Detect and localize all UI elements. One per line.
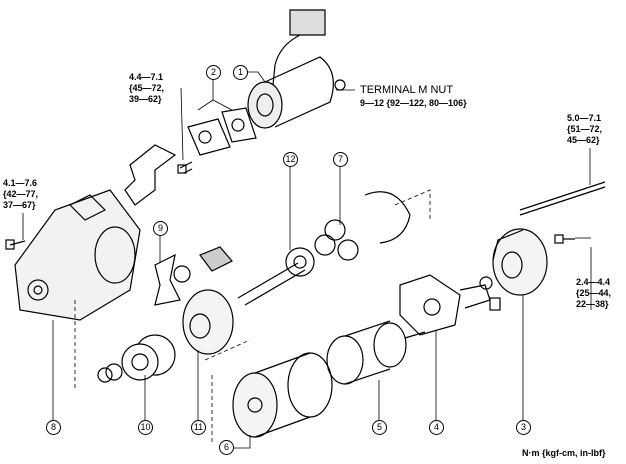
torque-line: 45—62} <box>567 135 600 145</box>
torque-line: {42—77, <box>3 189 39 199</box>
torque-line: 2.4—4.4 <box>576 277 611 287</box>
lever-part <box>154 253 181 306</box>
torque-spec-housing-bolt: 4.1—7.6 {42—77, 37—67} <box>3 178 38 211</box>
planet-gear-part <box>314 219 359 261</box>
torque-line: {25—44, <box>576 288 612 298</box>
torque-spec-bracket-bolt: 4.4—7.1 {45—72, 39—62} <box>129 72 164 105</box>
units-note: N·m {kgf-cm, in-lbf} <box>522 448 606 458</box>
callout-3: 3 <box>516 420 531 435</box>
through-bolt-part <box>519 181 606 211</box>
brush-holder-part <box>399 274 501 336</box>
callout-6: 6 <box>219 440 234 455</box>
callout-9: 9 <box>153 221 168 236</box>
torque-spec-through-bolt: 5.0—7.1 {51—72, 45—62} <box>567 113 602 146</box>
shaft-part <box>237 247 315 306</box>
callout-5: 5 <box>372 420 387 435</box>
torque-line: 39—62} <box>129 94 162 104</box>
terminal-m-nut-torque: 9—12 {92—122, 80—106} <box>360 98 467 108</box>
overrunning-clutch-part <box>121 334 176 381</box>
callout-8: 8 <box>46 420 61 435</box>
internal-gear-part <box>182 289 234 355</box>
torque-line: 4.1—7.6 <box>3 178 38 188</box>
callout-4: 4 <box>429 420 444 435</box>
yoke-part <box>232 352 333 438</box>
torque-line: {51—72, <box>567 124 603 134</box>
drive-housing-part <box>14 189 141 321</box>
ring-part <box>364 191 411 244</box>
callout-2: 2 <box>206 65 221 80</box>
bracket-part <box>124 144 177 206</box>
gasket-part <box>187 107 257 156</box>
callout-1: 1 <box>233 65 248 80</box>
terminal-m-nut-label: TERMINAL M NUT <box>360 84 454 96</box>
callout-12: 12 <box>283 152 298 167</box>
torque-line: 4.4—7.1 <box>129 72 164 82</box>
torque-spec-cover-screw: 2.4—4.4 {25—44, 22—38} <box>576 277 611 310</box>
torque-line: {45—72, <box>129 83 165 93</box>
torque-line: 22—38} <box>576 299 609 309</box>
torque-line: 5.0—7.1 <box>567 113 602 123</box>
solenoid-switch-part <box>247 9 346 129</box>
armature-part <box>326 320 426 385</box>
callout-7: 7 <box>333 152 348 167</box>
callout-11: 11 <box>191 420 206 435</box>
rear-cover-part <box>492 228 548 296</box>
callout-10: 10 <box>138 420 153 435</box>
torque-line: 37—67} <box>3 200 36 210</box>
